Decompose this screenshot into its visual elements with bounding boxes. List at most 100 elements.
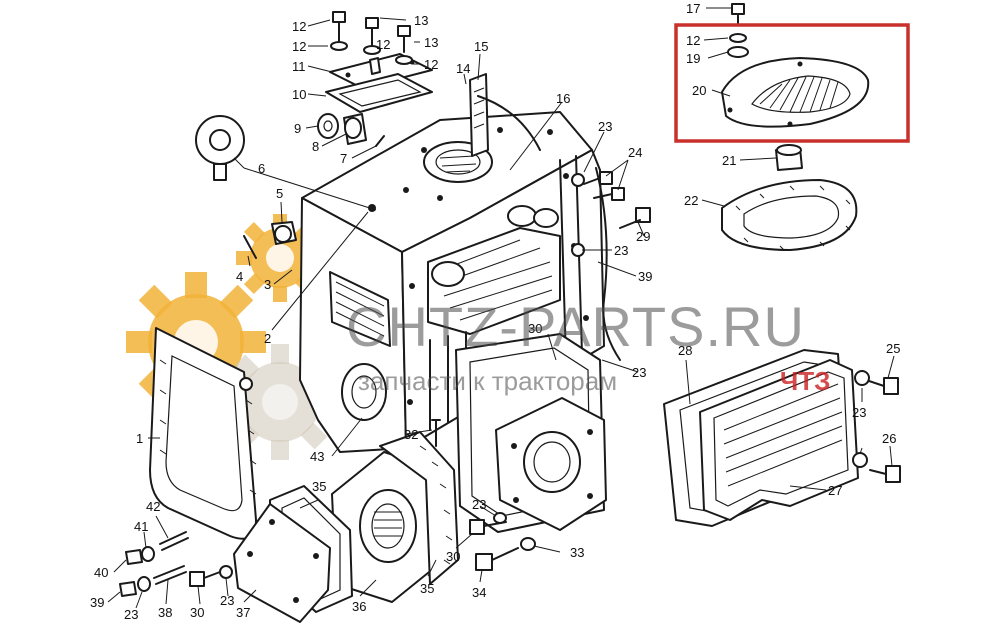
cover-37 (233, 503, 331, 623)
bolt-34 (475, 547, 519, 571)
bolt-30-lower-mid (469, 519, 507, 535)
bolt-14 (365, 17, 379, 47)
bushing-8 (343, 113, 367, 145)
callout-6: 6 (258, 161, 265, 176)
callout-10: 10 (292, 87, 306, 102)
callout-21: 21 (722, 153, 736, 168)
callout-13: 13 (424, 35, 438, 50)
washer-12-highlighted (729, 33, 747, 43)
gasket-17 (477, 95, 541, 151)
callout-30: 30 (190, 605, 204, 620)
callout-37: 37 (236, 605, 250, 620)
flange-36 (331, 451, 445, 603)
bolt-30-left (189, 571, 221, 587)
callout-12: 12 (292, 39, 306, 54)
bolt-24-upper (583, 171, 613, 185)
nut-39 (119, 581, 137, 597)
gasket-39-strip (595, 167, 621, 361)
callout-12: 12 (424, 57, 438, 72)
callout-16: 15 (474, 39, 488, 54)
bolt-29 (619, 207, 651, 229)
callout-26: 26 (882, 431, 896, 446)
callout-15: 14 (456, 61, 470, 76)
callout-41: 41 (134, 519, 148, 534)
callout-28: 28 (678, 343, 692, 358)
callout-labels: 12 12 11 10 9 8 7 13 12 13 12 6 5 4 3 2 … (90, 1, 900, 622)
gasket-16 (469, 73, 489, 157)
washer-23-far-left (137, 576, 151, 592)
callout-20: 20 (692, 83, 706, 98)
washer-41 (141, 546, 155, 562)
callout-18: 17 (686, 1, 700, 16)
callout-27: 27 (828, 483, 842, 498)
callout-9: 9 (294, 121, 301, 136)
highlight-frame (674, 23, 910, 143)
callout-39: 39 (90, 595, 104, 610)
stud-4 (243, 235, 257, 259)
watermark-tagline: запчасти к тракторам (358, 366, 617, 396)
washer-19 (727, 46, 749, 58)
callout-13: 12 (292, 19, 306, 34)
callout-23: 23 (632, 365, 646, 380)
callout-40: 40 (94, 565, 108, 580)
bolt-24-lower (593, 187, 625, 201)
callout-23: 23 (220, 593, 234, 608)
callout-30: 30 (528, 321, 542, 336)
callout-1: 1 (136, 431, 143, 446)
bolt-13-left (330, 11, 348, 51)
callout-23: 23 (614, 243, 628, 258)
gasket-10 (325, 73, 433, 113)
callout-36: 36 (352, 599, 366, 614)
callout-23: 23 (472, 497, 486, 512)
callout-12: 12 (376, 37, 390, 52)
washer-23-upper (571, 173, 585, 187)
bolt-25 (865, 377, 899, 395)
callout-23: 23 (124, 607, 138, 622)
callout-35: 35 (312, 479, 326, 494)
callout-4: 4 (236, 269, 243, 284)
washer-23-bottom-left (219, 565, 233, 579)
nut-5 (271, 221, 297, 245)
pin-32 (431, 419, 441, 447)
gasket-1 (149, 327, 257, 540)
callout-32: 32 (404, 427, 418, 442)
callout-22: 22 (684, 193, 698, 208)
callout-42: 42 (146, 499, 160, 514)
callout-11: 11 (292, 59, 306, 74)
cover-20 (721, 57, 870, 128)
callout-43: 43 (310, 449, 324, 464)
callout-8: 8 (312, 139, 319, 154)
lifting-eye-6 (195, 115, 245, 181)
callout-38: 38 (158, 605, 172, 620)
callout-12: 12 (686, 33, 700, 48)
bushing-21 (775, 144, 803, 171)
bolt-26 (869, 465, 901, 483)
pin-7 (375, 135, 385, 147)
callout-34: 34 (472, 585, 486, 600)
callout-5: 5 (276, 186, 283, 201)
flange-plate-33 (495, 397, 607, 531)
callout-23: 23 (852, 405, 866, 420)
nut-40 (125, 549, 143, 565)
callout-35: 35 (420, 581, 434, 596)
callout-25: 25 (886, 341, 900, 356)
bushing-9 (317, 113, 339, 139)
watermark-brand: ЧТЗ (780, 366, 830, 396)
callout-24: 24 (628, 145, 642, 160)
gasket-22 (721, 179, 858, 251)
callout-17: 16 (556, 91, 570, 106)
washer-12 (363, 45, 381, 55)
callout-39: 39 (638, 269, 652, 284)
callout-7: 7 (340, 151, 347, 166)
leader-lines (107, 7, 895, 609)
callout-30: 30 (446, 549, 460, 564)
cover-27 (699, 359, 859, 521)
callout-2: 2 (264, 331, 271, 346)
bolt-13-right (395, 25, 413, 65)
callout-29: 29 (636, 229, 650, 244)
callout-14: 13 (414, 13, 428, 28)
washer-33 (520, 537, 536, 551)
stud-42 (159, 531, 189, 551)
